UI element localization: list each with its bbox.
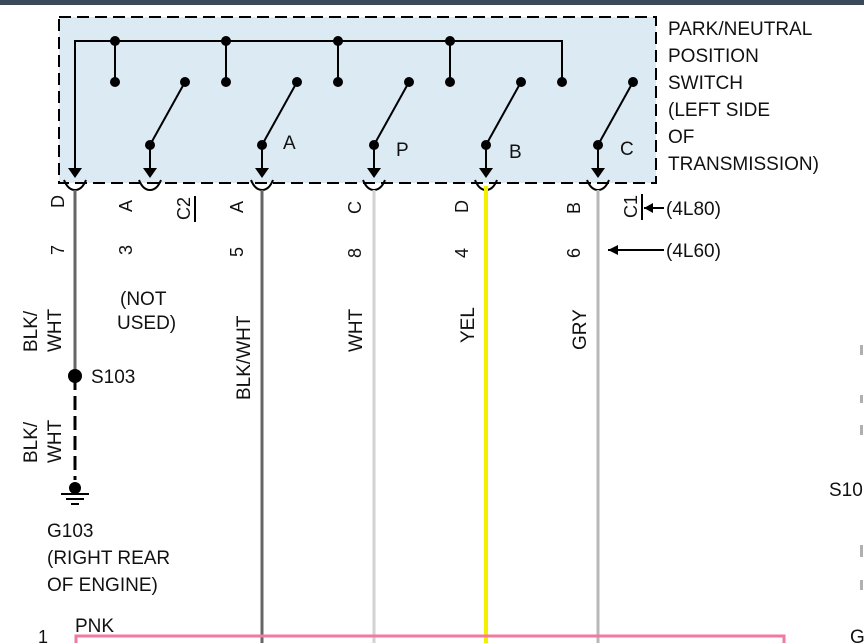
pin-labels: D 7 A 3 A 5 C 8 D 4 B 6: [48, 195, 584, 258]
wire-label-blk-slash-1: BLK/: [21, 310, 42, 352]
pin-3-letter: A: [227, 201, 247, 213]
right-edge-marks: [860, 345, 863, 590]
splice-s10-partial: S10: [829, 480, 863, 501]
pin-2-letter: A: [116, 200, 136, 212]
pin-3-number: 5: [227, 247, 247, 257]
contact-label-a: A: [283, 133, 296, 154]
pin-note-arrow-head: [608, 245, 618, 255]
pin-5-number: 4: [452, 248, 472, 258]
ground-g103-symbol: [61, 482, 89, 505]
wire-label-wht-2: WHT: [45, 419, 66, 463]
wire-pnk: [74, 634, 786, 643]
contact-label-c: C: [620, 139, 634, 160]
ground-id: G103: [47, 521, 93, 542]
pin-5-letter: D: [452, 200, 472, 213]
pin-d-arrow: [68, 168, 82, 178]
svg-text:TRANSMISSION): TRANSMISSION): [668, 154, 819, 175]
pin-note: (4L60): [666, 241, 721, 262]
top-edge-bar: [0, 0, 864, 5]
wire-label-blk-slash-2: BLK/: [21, 421, 42, 463]
pin-4-letter: C: [345, 201, 365, 214]
wire-label-wht: WHT: [346, 308, 367, 352]
not-used-line-2: USED): [117, 313, 176, 334]
pin-6-letter: B: [564, 202, 584, 214]
contact-2: [255, 77, 302, 178]
wire-label-blk-wht: BLK/WHT: [234, 315, 255, 400]
switch-housing: [58, 16, 657, 184]
wire-label-gry: GRY: [570, 309, 591, 350]
bottom-edge-number: 1: [38, 627, 48, 643]
svg-text:OF: OF: [668, 127, 694, 148]
contact-3: [367, 77, 414, 178]
connector-c2-label: C2: [174, 197, 194, 220]
wire-label-pnk: PNK: [75, 616, 114, 637]
pin-1-letter: D: [48, 195, 68, 208]
connector-c1-label: C1: [621, 195, 641, 218]
switch-common-bus: [74, 40, 563, 170]
wires: [73, 186, 786, 643]
switch-bus-nodes: [110, 36, 567, 87]
splice-s103-dot: [68, 369, 82, 383]
contact-label-p: P: [396, 140, 409, 161]
ground-desc-line-1: (RIGHT REAR: [47, 548, 170, 569]
wire-label-wht-1: WHT: [45, 308, 66, 352]
splice-s103-label: S103: [91, 367, 135, 388]
pin-2-number: 3: [116, 245, 136, 255]
contact-5: [591, 77, 638, 178]
pin-1-number: 7: [48, 245, 68, 255]
contact-4: [479, 77, 526, 178]
ground-desc-line-2: OF ENGINE): [47, 575, 158, 596]
switch-contacts: [143, 77, 638, 178]
svg-text:SWITCH: SWITCH: [668, 73, 743, 94]
wire-labels: BLK/ WHT (NOT USED) BLK/WHT WHT YEL GRY …: [21, 289, 591, 637]
svg-text:POSITION: POSITION: [668, 46, 759, 67]
wire-label-yel: YEL: [458, 307, 479, 343]
svg-text:(LEFT SIDE: (LEFT SIDE: [668, 100, 770, 121]
pin-6-number: 6: [564, 248, 584, 258]
c1-note-arrow-head: [644, 203, 653, 213]
right-edge-partial-label: G: [850, 627, 864, 643]
contact-1: [143, 77, 190, 178]
c1-note: (4L80): [666, 199, 721, 220]
switch-title: PARK/NEUTRAL POSITION SWITCH (LEFT SIDE …: [668, 19, 819, 175]
pin-4-number: 8: [345, 248, 365, 258]
contact-label-b: B: [509, 142, 522, 163]
svg-text:PARK/NEUTRAL: PARK/NEUTRAL: [668, 19, 812, 40]
not-used-line-1: (NOT: [120, 289, 167, 310]
